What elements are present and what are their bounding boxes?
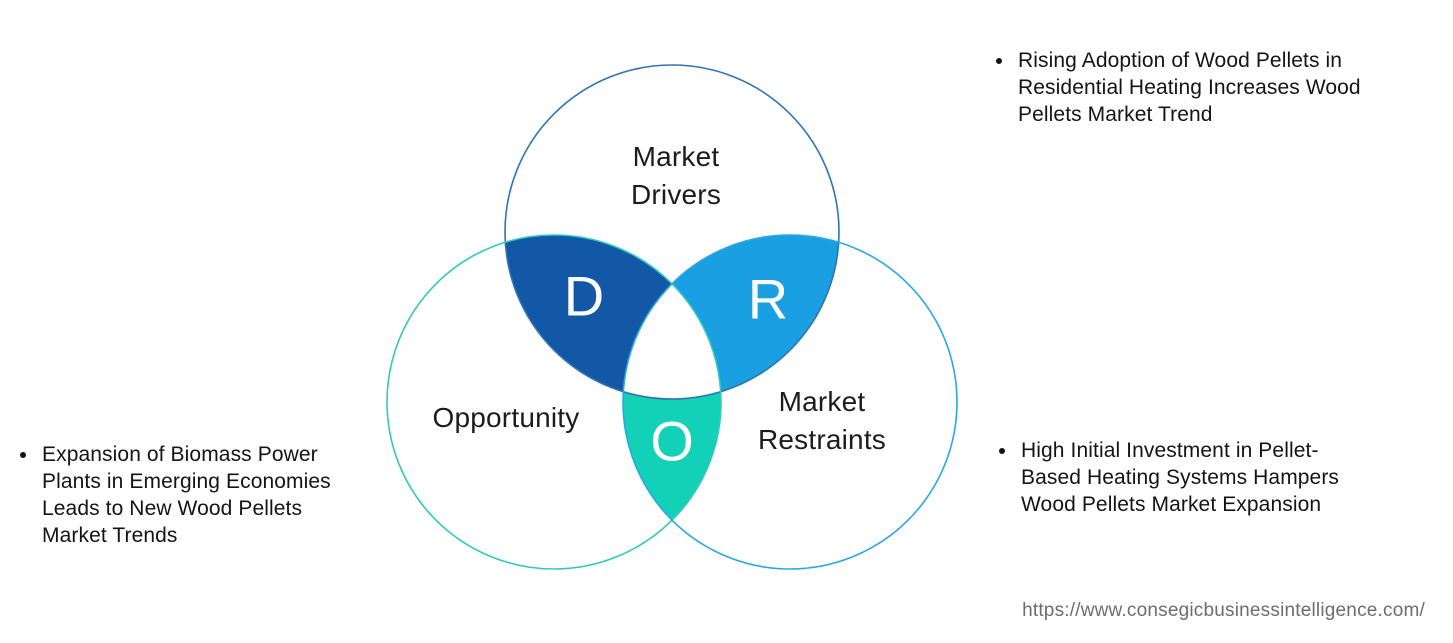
bullet-drivers-text: Rising Adoption of Wood Pellets in Resid…: [1018, 47, 1361, 128]
label-market-drivers-line2: Drivers: [630, 179, 722, 210]
label-market-drivers: Market Drivers: [566, 138, 786, 214]
bullet-dot-icon: [999, 448, 1005, 454]
circle-market-restraints: [622, 234, 958, 570]
bullet-opportunity-text: Expansion of Biomass Power Plants in Eme…: [42, 441, 331, 549]
bullet-restraints-text: High Initial Investment in Pellet- Based…: [1021, 437, 1339, 518]
label-opportunity: Opportunity: [396, 399, 616, 437]
bullet-dot-icon: [996, 58, 1002, 64]
letter-o: O: [650, 409, 694, 473]
label-market-drivers-line1: Market: [632, 141, 720, 172]
letter-d: D: [563, 264, 605, 328]
bullet-opportunity-note: Expansion of Biomass Power Plants in Eme…: [20, 441, 400, 549]
bullet-restraints-note: High Initial Investment in Pellet- Based…: [999, 437, 1429, 518]
bullet-drivers-note: Rising Adoption of Wood Pellets in Resid…: [996, 47, 1426, 128]
circle-opportunity: [386, 234, 722, 570]
bullet-opportunity-line1: Expansion of Biomass Power: [42, 443, 318, 466]
source-url: https://www.consegicbusinessintelligence…: [1022, 600, 1425, 621]
bullet-opportunity-line2: Plants in Emerging Economies: [42, 470, 331, 493]
bullet-drivers-line2: Residential Heating Increases Wood: [1018, 76, 1361, 99]
bullet-restraints-line2: Based Heating Systems Hampers: [1021, 466, 1340, 489]
bullet-opportunity-line3: Leads to New Wood Pellets: [42, 497, 303, 520]
region-d-fill: [505, 235, 721, 399]
circle-market-drivers: [504, 64, 840, 400]
label-market-restraints-line1: Market: [778, 386, 866, 417]
bullet-opportunity-line4: Market Trends: [42, 524, 178, 547]
bullet-drivers-line1: Rising Adoption of Wood Pellets in: [1018, 49, 1343, 72]
bullet-dot-icon: [20, 452, 26, 458]
label-opportunity-line1: Opportunity: [432, 402, 580, 433]
bullet-drivers-line3: Pellets Market Trend: [1018, 103, 1213, 126]
region-r-fill: [623, 235, 839, 399]
label-market-restraints-line2: Restraints: [757, 424, 887, 455]
label-market-restraints: Market Restraints: [712, 383, 932, 459]
bullet-restraints-line1: High Initial Investment in Pellet-: [1021, 439, 1319, 462]
letter-r: R: [747, 267, 789, 331]
bullet-restraints-line3: Wood Pellets Market Expansion: [1021, 493, 1322, 516]
